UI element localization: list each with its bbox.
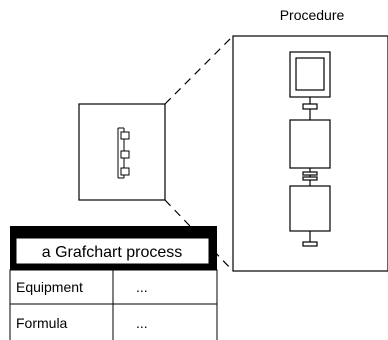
transition-1[interactable]: [302, 103, 318, 110]
procedure-title: Procedure: [280, 7, 345, 23]
zoom-line-top: [164, 35, 234, 105]
process-object-icon[interactable]: [78, 103, 166, 201]
mini-grafchart-icon: [117, 127, 130, 179]
equipment-label: Equipment: [16, 279, 83, 295]
initial-step-inner: [295, 57, 325, 91]
transition-3[interactable]: [302, 241, 318, 247]
transition-2b: [302, 176, 318, 181]
process-table-title: a Grafchart process: [42, 244, 183, 261]
transition-2[interactable]: [302, 171, 318, 176]
process-table-title-cell[interactable]: [15, 237, 210, 265]
formula-value[interactable]: ...: [136, 315, 148, 331]
step-2[interactable]: [289, 119, 331, 169]
step-3[interactable]: [289, 185, 331, 232]
procedure-grafchart: [289, 51, 331, 247]
equipment-value[interactable]: ...: [136, 279, 148, 295]
formula-label: Formula: [16, 315, 68, 331]
process-table: a Grafchart process Equipment ... Formul…: [9, 226, 218, 340]
